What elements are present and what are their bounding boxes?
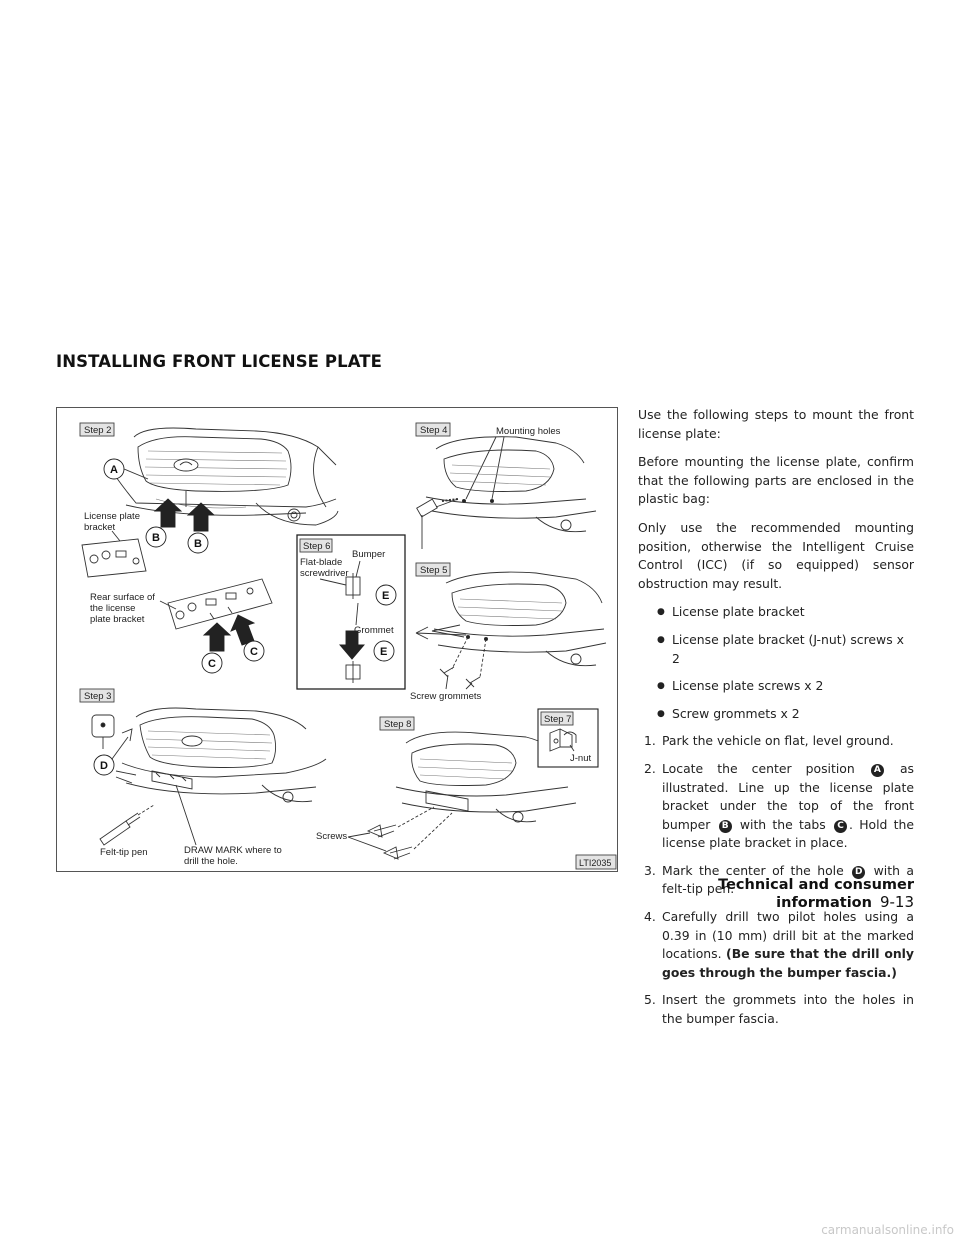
drill-caution: (Be sure that the drill only goes throug… — [662, 946, 914, 980]
list-item: ●License plate bracket (J-nut) screws x … — [657, 631, 904, 666]
svg-text:plate bracket: plate bracket — [90, 614, 145, 625]
svg-text:Flat-blade: Flat-blade — [300, 557, 342, 568]
intro-paragraph: Use the following steps to mount the fro… — [638, 407, 914, 441]
step-item: 1. Park the vehicle on flat, level groun… — [644, 733, 894, 749]
svg-text:bracket: bracket — [84, 522, 116, 533]
svg-text:Mounting holes: Mounting holes — [496, 426, 561, 437]
svg-text:B: B — [152, 532, 160, 544]
list-item: ●License plate bracket — [657, 604, 805, 620]
step8-label: Step 8 — [384, 719, 411, 730]
step5-label: Step 5 — [420, 565, 447, 576]
svg-text:Bumper: Bumper — [352, 549, 385, 560]
step3-panel: Step 3 D Felt-tip pen DRAW MARK where to… — [79, 688, 327, 867]
instructions-column: Use the following steps to mount the fro… — [638, 406, 914, 1038]
svg-text:E: E — [380, 646, 387, 658]
svg-text:B: B — [194, 538, 202, 550]
steps-list: 1. Park the vehicle on flat, level groun… — [638, 732, 914, 1028]
svg-text:DRAW MARK where to: DRAW MARK where to — [184, 845, 282, 856]
svg-text:A: A — [110, 464, 118, 476]
svg-text:drill the hole.: drill the hole. — [184, 856, 238, 867]
section-title: INSTALLING FRONT LICENSE PLATE — [56, 352, 383, 371]
svg-text:J-nut: J-nut — [570, 753, 591, 764]
svg-text:C: C — [250, 646, 258, 658]
svg-text:Grommet: Grommet — [354, 625, 394, 636]
page-number: 9-13 — [879, 893, 914, 911]
footer-section: Technical and consumer information — [718, 877, 914, 911]
step2-label: Step 2 — [84, 425, 111, 436]
step-item: 2. Locate the center position A as illus… — [644, 760, 914, 851]
installation-illustration: Step 2 A B B License plate bracket Rear … — [56, 407, 618, 872]
step-item: 3. Mark the center of the hole D with a … — [644, 862, 914, 897]
parts-list: ●License plate bracket ●License plate br… — [638, 603, 914, 723]
svg-text:screwdriver: screwdriver — [300, 568, 349, 579]
callout-d-icon: D — [852, 865, 866, 879]
svg-text:Felt-tip pen: Felt-tip pen — [100, 847, 148, 858]
callout-a-icon: A — [870, 763, 884, 777]
step4-panel: Step 4 Mounting holes — [415, 422, 597, 549]
step-item: 4. Carefully drill two pilot holes using… — [644, 909, 914, 980]
svg-text:License plate: License plate — [84, 511, 140, 522]
step2-panel: Step 2 A B B License plate bracket Rear … — [79, 422, 339, 674]
callout-c-icon: C — [834, 819, 848, 833]
step8-panel: Step 8 Screws — [316, 716, 577, 860]
step4-label: Step 4 — [420, 425, 447, 436]
step-item: 5. Insert the grommets into the holes in… — [644, 992, 914, 1027]
svg-text:the license: the license — [90, 603, 135, 614]
callout-b-icon: B — [718, 819, 732, 833]
svg-text:E: E — [382, 590, 389, 602]
step7-label: Step 7 — [544, 714, 571, 725]
svg-text:D: D — [100, 760, 108, 772]
list-item: ●License plate screws x 2 — [657, 678, 824, 694]
svg-text:Rear surface of: Rear surface of — [90, 592, 155, 603]
svg-text:Screws: Screws — [316, 831, 347, 842]
step6-label: Step 6 — [303, 541, 330, 552]
step5-panel: Step 5 Screw grommets — [410, 562, 607, 702]
warning-paragraph: Only use the recommended mounting positi… — [638, 519, 914, 591]
figure-code: LTI2035 — [579, 858, 611, 868]
list-item: ●Screw grommets x 2 — [657, 705, 800, 721]
step7-panel: Step 7 J-nut — [537, 708, 599, 768]
svg-text:C: C — [208, 658, 216, 670]
watermark: carmanualsonline.info — [821, 1223, 954, 1237]
step6-panel: Step 6 Flat-blade screwdriver Bumper E G… — [296, 534, 406, 690]
step3-label: Step 3 — [84, 691, 111, 702]
svg-text:Screw grommets: Screw grommets — [410, 691, 482, 702]
parts-intro-paragraph: Before mounting the license plate, confi… — [638, 454, 914, 507]
